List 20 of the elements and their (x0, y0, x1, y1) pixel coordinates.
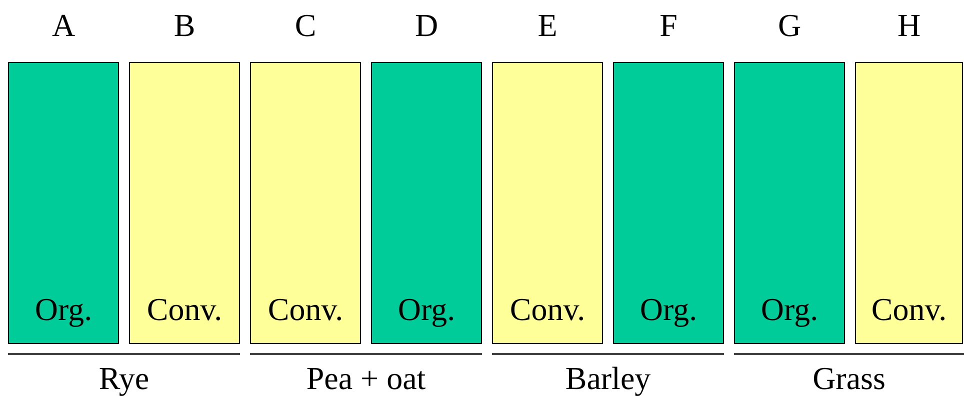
plot-letter: F (658, 7, 678, 43)
treatment-label: Conv. (146, 291, 224, 327)
treatment-label: Org. (760, 291, 820, 327)
plot-letter: B (172, 7, 196, 43)
treatment-label: Conv. (508, 291, 586, 327)
plot-letter: H (896, 7, 922, 43)
treatment-label: Conv. (870, 291, 948, 327)
crop-label: Barley (564, 360, 652, 396)
crop-label: Grass (812, 360, 886, 396)
plot-letter: A (50, 7, 76, 43)
plot-letter: G (776, 7, 802, 43)
crop-label: Pea + oat (305, 360, 427, 396)
plot-letter: C (294, 7, 318, 43)
plot-letter: E (536, 7, 558, 43)
treatment-label: Org. (396, 291, 456, 327)
treatment-label: Conv. (266, 291, 344, 327)
treatment-label: Org. (638, 291, 698, 327)
plot-letter: D (414, 7, 440, 43)
treatment-label: Org. (34, 291, 94, 327)
crop-label: Rye (98, 360, 150, 396)
